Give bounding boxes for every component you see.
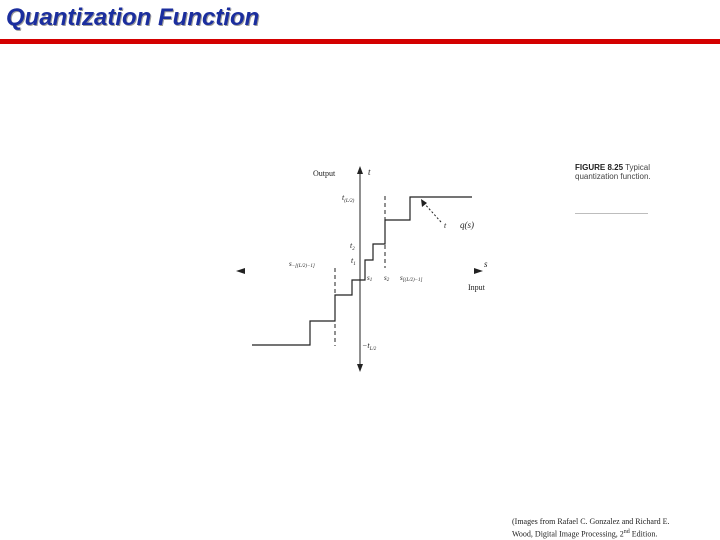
label-t1: t1	[351, 256, 356, 267]
credit-line-2: Wood, Digital Image Processing, 2nd Edit…	[512, 529, 658, 539]
output-axis-arrow-up	[357, 166, 363, 174]
label-q-of-s: q(s)	[460, 220, 474, 230]
slide-title: Quantization Function	[6, 4, 260, 31]
output-axis-arrow-down	[357, 364, 363, 372]
figure-number: FIGURE 8.25	[575, 163, 624, 172]
label-s2: s2	[384, 274, 390, 283]
pointer-arrowhead	[421, 199, 427, 207]
output-label: Output	[313, 169, 336, 178]
output-variable: t	[368, 167, 371, 177]
quantization-staircase	[252, 196, 472, 346]
input-label: Input	[468, 283, 486, 292]
figure-caption-rule	[575, 213, 648, 214]
input-axis-arrow-left	[236, 268, 245, 274]
label-t2: t2	[350, 241, 355, 252]
label-s-left: s−[(L/2)−1]	[289, 260, 315, 269]
label-s1: s1	[367, 274, 372, 283]
pointer-line	[422, 201, 442, 223]
input-variable: s	[484, 259, 488, 269]
label-t-bottom: −tL/2	[362, 341, 377, 352]
label-s-right: s[(L/2)−1]	[400, 274, 423, 283]
label-t-top: t(L/2)	[342, 193, 355, 204]
input-axis-arrow-right	[474, 268, 483, 274]
figure-caption-text: Typical quantization function.	[575, 163, 651, 181]
image-credit: (Images from Rafael C. Gonzalez and Rich…	[512, 516, 717, 540]
label-pointer-t: t	[444, 221, 447, 230]
credit-line-1: (Images from Rafael C. Gonzalez and Rich…	[512, 517, 670, 526]
title-rule	[0, 39, 720, 44]
figure-caption: FIGURE 8.25 Typical quantization functio…	[575, 163, 655, 181]
